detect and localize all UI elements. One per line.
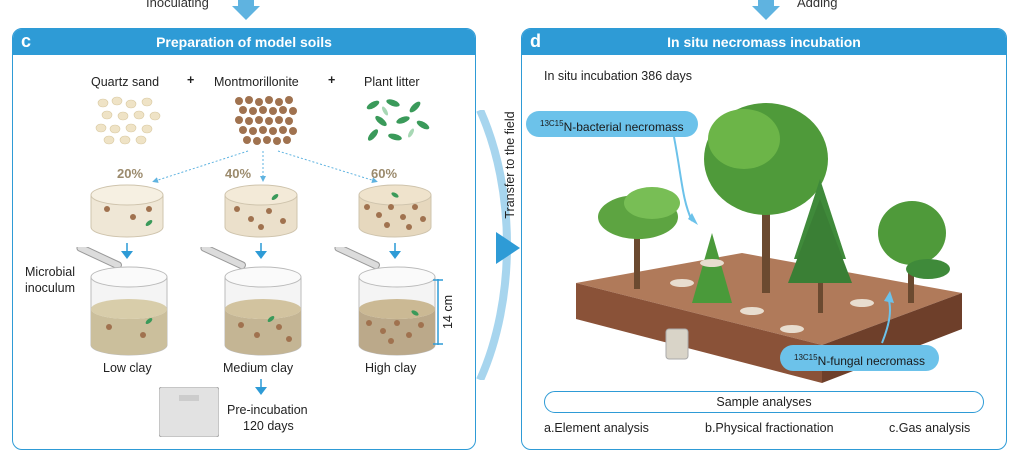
panel-c-header: c Preparation of model soils xyxy=(13,29,475,55)
height-scale-bar xyxy=(433,279,443,345)
soil-jar-low xyxy=(90,266,168,356)
soil-dish-medium xyxy=(224,184,298,238)
panel-d-title: In situ necromass incubation xyxy=(667,34,861,50)
panel-d-header: d In situ necromass incubation xyxy=(522,29,1006,55)
incubator-icon xyxy=(159,387,219,437)
ingredient-quartz-sand: Quartz sand xyxy=(91,75,160,89)
sample-analyses-bar: Sample analyses xyxy=(544,391,984,413)
plus-sign: + xyxy=(328,73,336,87)
clay-level-low: Low clay xyxy=(103,361,152,375)
down-arrow-icon xyxy=(121,243,133,259)
forest-landscape-illustration xyxy=(576,103,962,383)
clay-percent-medium: 40% xyxy=(225,166,252,181)
down-arrow-icon xyxy=(255,379,267,395)
analysis-physical-fractionation: b.Physical fractionation xyxy=(705,421,834,435)
isotope-superscript: 13C15 xyxy=(794,353,818,362)
clay-level-high: High clay xyxy=(365,361,417,375)
soil-jar-high xyxy=(358,266,436,356)
ingredient-montmorillonite: Montmorillonite xyxy=(214,75,299,89)
isotope-superscript: 13C15 xyxy=(540,119,564,128)
height-label: 14 cm xyxy=(441,294,456,330)
panel-c-title: Preparation of model soils xyxy=(156,34,332,50)
microbial-inoculum-label: inoculum xyxy=(25,281,76,295)
panel-d-letter: d xyxy=(530,31,541,51)
panel-d-necromass: d In situ necromass incubation In situ i… xyxy=(521,28,1007,450)
fungal-necromass-text: N-fungal necromass xyxy=(817,354,925,368)
clay-level-medium: Medium clay xyxy=(223,361,294,375)
fungal-necromass-label: 13C15N-fungal necromass xyxy=(780,345,939,371)
transfer-arrow xyxy=(476,110,520,380)
microbial-inoculum-label: Microbial xyxy=(25,265,76,279)
down-arrow-icon xyxy=(255,243,267,259)
distribution-arrows xyxy=(152,150,378,183)
bacterial-necromass-text: N-bacterial necromass xyxy=(563,120,684,134)
panel-c-model-soils: c Preparation of model soils Quartz sand… xyxy=(12,28,476,450)
montmorillonite-illustration xyxy=(235,96,297,145)
down-arrow-icon xyxy=(752,0,780,20)
ingredient-plant-litter: Plant litter xyxy=(364,75,420,89)
clay-percent-low: 20% xyxy=(117,166,144,181)
soil-jar-medium xyxy=(224,266,302,356)
plus-sign: + xyxy=(187,73,195,87)
callout-arrows xyxy=(673,136,894,344)
incubation-duration-label: In situ incubation 386 days xyxy=(544,69,693,83)
plant-litter-illustration xyxy=(366,99,430,141)
pre-incubation-duration: 120 days xyxy=(243,419,294,433)
clay-percent-high: 60% xyxy=(371,166,398,181)
transfer-to-field-label: Transfer to the field xyxy=(503,111,517,219)
analysis-gas: c.Gas analysis xyxy=(889,421,971,435)
soil-dish-low xyxy=(90,184,164,238)
bacterial-necromass-label: 13C15N-bacterial necromass xyxy=(526,111,698,137)
soil-dish-high xyxy=(358,184,432,238)
adding-step-label: Adding xyxy=(797,0,838,10)
down-arrow-icon xyxy=(389,243,401,259)
inoculating-step-label: Inoculating xyxy=(146,0,209,10)
analysis-element: a.Element analysis xyxy=(544,421,649,435)
quartz-sand-illustration xyxy=(95,96,161,145)
panel-c-letter: c xyxy=(21,31,32,51)
pre-incubation-label: Pre-incubation xyxy=(227,403,308,417)
down-arrow-icon xyxy=(232,0,260,20)
